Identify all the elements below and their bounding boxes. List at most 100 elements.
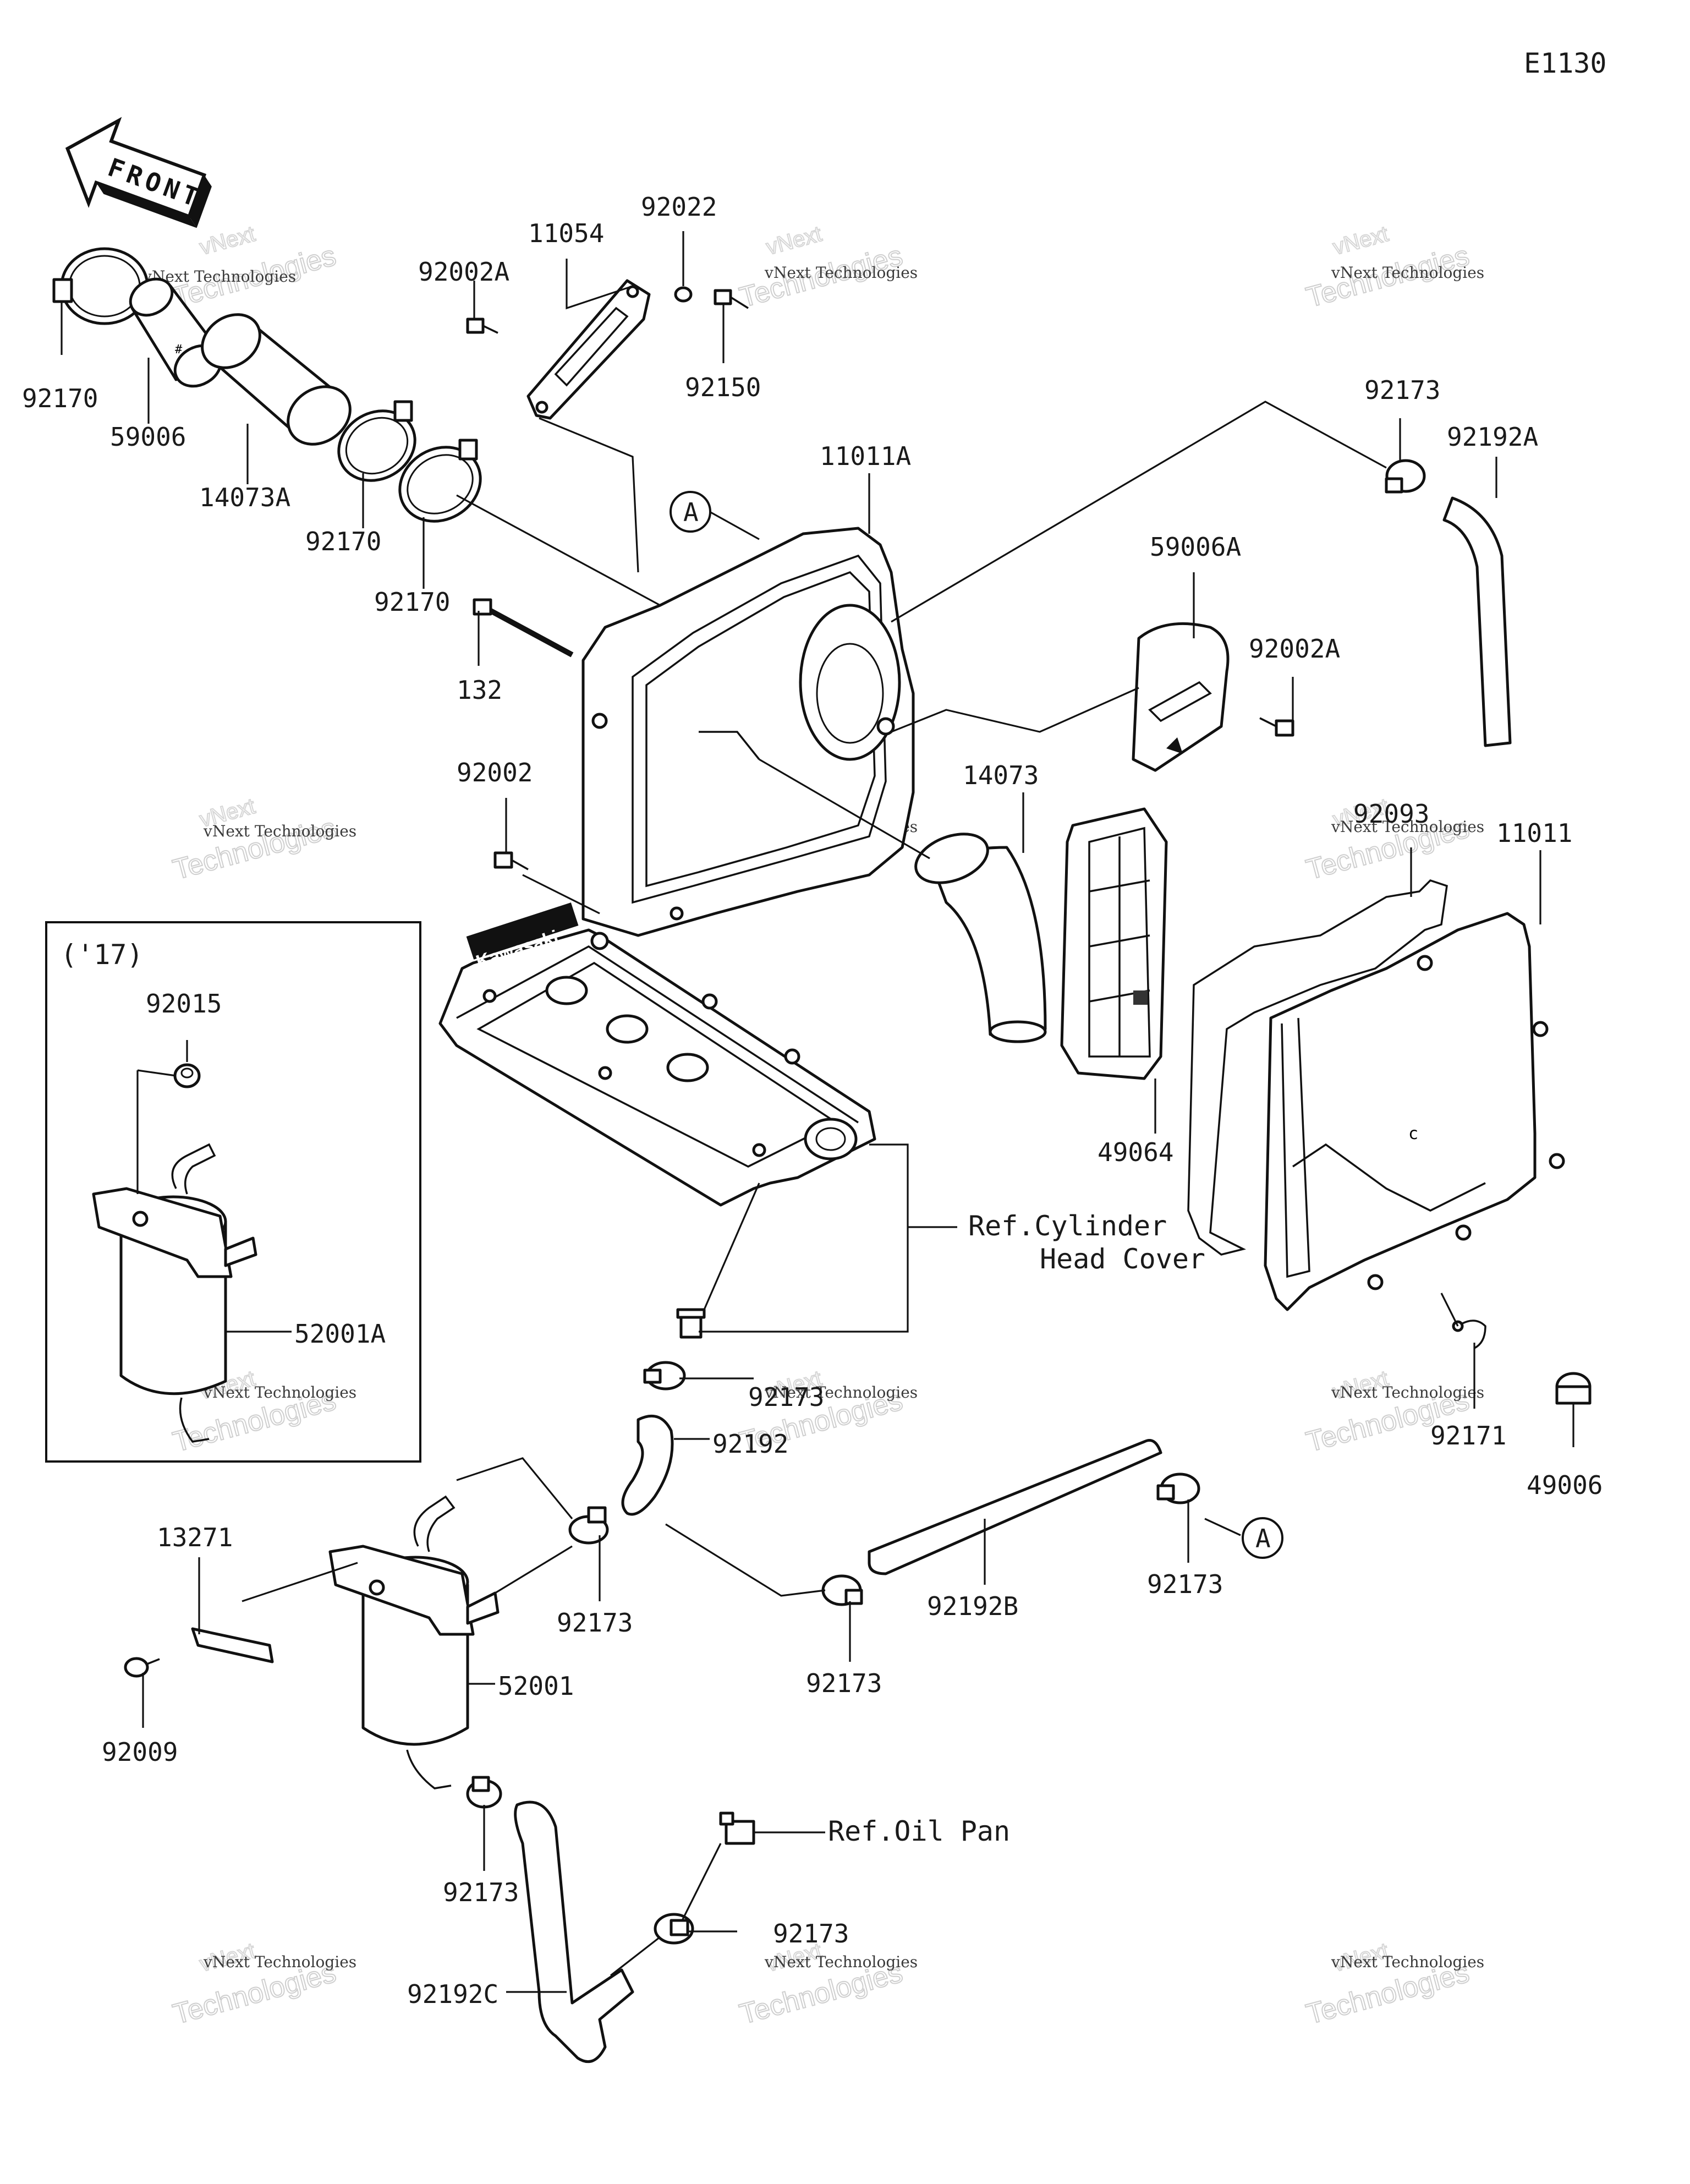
- filter-screen-49064: [1060, 807, 1168, 1080]
- hose-clamp-92173-d: [1156, 1473, 1200, 1504]
- clip-92171: [1452, 1320, 1486, 1349]
- watermark-text: vNext Technologies: [764, 1383, 918, 1402]
- label-92192: 92192: [712, 1429, 788, 1459]
- hose-clamp-92173-f: [466, 1776, 502, 1809]
- label-52001: 52001: [498, 1671, 574, 1701]
- ref-cylinder-head-line2: Head Cover: [1040, 1243, 1205, 1275]
- label-92173: 92173: [1147, 1569, 1223, 1599]
- hose-clamp-92173-a: [1385, 459, 1426, 494]
- label-92192B: 92192B: [927, 1591, 1018, 1621]
- watermark: vNext Technologies: [169, 1938, 339, 2031]
- gasket-92093: [1187, 879, 1448, 1256]
- hose-clamp-92173-e: [821, 1574, 863, 1606]
- bolt-92002A-b: [1259, 717, 1294, 737]
- hose-clamp-92173-g: [654, 1913, 694, 1945]
- svg-text:A: A: [683, 497, 699, 527]
- svg-text:vNext: vNext: [1330, 222, 1391, 260]
- label-92170: 92170: [305, 527, 381, 556]
- part-labels: 92170 59006 14073A 92170 92170 11054 920…: [22, 192, 1603, 2009]
- label-11011A: 11011A: [820, 441, 911, 471]
- hose-92192B: [868, 1439, 1162, 1575]
- ref-cylinder-head-line1: Ref.Cylinder: [968, 1210, 1167, 1242]
- washer-92022: [674, 286, 693, 303]
- bracket-13271: [191, 1627, 274, 1663]
- front-arrow-icon: FRONT: [65, 117, 212, 228]
- hose-clamp-92173-c: [568, 1506, 609, 1545]
- bolt-92002: [493, 851, 529, 871]
- label-14073: 14073: [963, 760, 1039, 790]
- cover-plate-59006A: [1132, 622, 1230, 772]
- oil-separator-52001: [328, 1495, 500, 1789]
- label-11011: 11011: [1496, 818, 1572, 848]
- band-clamp-92170-b: [337, 400, 416, 482]
- bolt-92009: [124, 1657, 160, 1678]
- intake-duct-14073A: [201, 313, 352, 446]
- cap-49006: [1555, 1372, 1592, 1405]
- band-clamp-92170-c: [398, 439, 482, 523]
- label-59006A: 59006A: [1150, 532, 1241, 562]
- label-92173: 92173: [557, 1608, 633, 1638]
- hose-92192A: [1442, 496, 1512, 747]
- watermark-text: vNext Technologies: [1331, 1383, 1484, 1402]
- label-13271: 13271: [157, 1523, 233, 1552]
- label-92192C: 92192C: [407, 1979, 498, 2009]
- label-92170: 92170: [374, 587, 450, 617]
- label-92002A: 92002A: [418, 257, 509, 287]
- svg-text:vNext: vNext: [764, 222, 824, 260]
- svg-text:A: A: [1255, 1524, 1271, 1553]
- label-11054: 11054: [528, 218, 604, 248]
- watermark: vNext Technologies: [1302, 1938, 1473, 2031]
- label-92002: 92002: [457, 758, 533, 787]
- leader-lines: [61, 231, 1574, 1993]
- hose-clamp-92173-b: [643, 1361, 686, 1391]
- variant-box-2017: [45, 921, 421, 1463]
- watermark-text: vNext Technologies: [203, 1953, 356, 1971]
- ref-oil-pan: Ref.Oil Pan: [828, 1815, 1010, 1847]
- label-132: 132: [457, 675, 502, 705]
- watermark-text: vNext Technologies: [1331, 264, 1484, 282]
- label-92093: 92093: [1353, 799, 1429, 829]
- watermark-text: vNext Technologies: [203, 822, 356, 840]
- svg-text:#: #: [175, 343, 183, 357]
- callout-a-right: A: [1242, 1517, 1283, 1559]
- watermark-text: vNext Technologies: [1331, 818, 1484, 836]
- variant-box-label: ('17): [61, 939, 144, 971]
- bolt-92150: [714, 289, 749, 309]
- label-92192A: 92192A: [1447, 422, 1538, 452]
- label-92009: 92009: [102, 1737, 178, 1767]
- label-92173: 92173: [806, 1668, 882, 1698]
- watermark-text: vNext Technologies: [203, 1383, 356, 1402]
- oil-pan-fitting: [719, 1811, 755, 1845]
- cylinder-head-cover: Kawasaki: [438, 902, 876, 1207]
- label-49064: 49064: [1098, 1137, 1173, 1167]
- svg-text:vNext: vNext: [197, 222, 257, 260]
- bracket-11054: [526, 279, 651, 420]
- label-49006: 49006: [1527, 1470, 1603, 1500]
- band-clamp-92170-a: [52, 247, 149, 325]
- watermark: vNext Technologies: [736, 221, 906, 314]
- watermark-text: vNext Technologies: [764, 1953, 918, 1971]
- label-92150: 92150: [685, 373, 761, 402]
- watermark-text: vNext Technologies: [764, 264, 918, 282]
- label-92170: 92170: [22, 384, 98, 413]
- label-52001A: 52001A: [294, 1319, 386, 1349]
- bolt-132: [473, 598, 574, 658]
- callout-a-upper: A: [670, 491, 711, 533]
- label-14073A: 14073A: [199, 483, 290, 512]
- bolt-92002A-a: [466, 318, 498, 334]
- label-92171: 92171: [1430, 1421, 1506, 1450]
- watermark: vNext Technologies: [1302, 221, 1473, 314]
- label-92173: 92173: [773, 1919, 849, 1948]
- air-cleaner-housing-11011A: [581, 527, 915, 937]
- hose-92192C: [514, 1800, 634, 2063]
- label-92173: 92173: [748, 1382, 824, 1412]
- air-cleaner-cover-11011: c: [1264, 912, 1565, 1311]
- nut-92015: [173, 1063, 201, 1088]
- breather-fitting: [676, 1308, 706, 1339]
- oil-separator-52001A: [92, 1143, 257, 1443]
- elbow-duct-14073: [914, 833, 1047, 1043]
- watermark-text: vNext Technologies: [1331, 1953, 1484, 1971]
- diagram-code: E1130: [1524, 47, 1607, 79]
- label-59006: 59006: [110, 422, 186, 452]
